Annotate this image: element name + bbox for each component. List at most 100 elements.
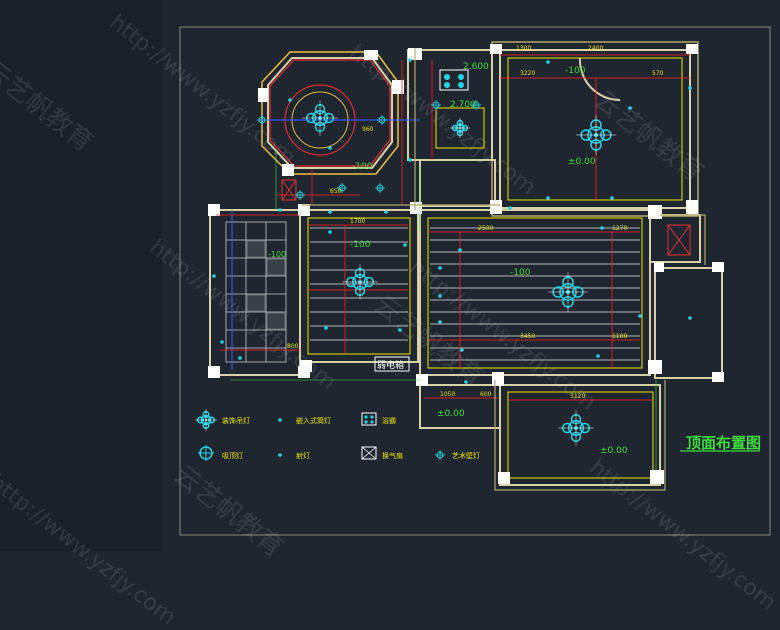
side-panel — [0, 0, 162, 551]
legend-label: 射灯 — [296, 452, 310, 460]
recessed-light-icon — [610, 196, 614, 200]
electrical-box-label: 弱电箱 — [377, 361, 405, 371]
dimension-value: 1700 — [350, 218, 366, 225]
light-fixtures — [212, 58, 692, 446]
level-label: -100 — [565, 66, 586, 76]
recessed-light-icon — [403, 243, 407, 247]
walls — [209, 41, 723, 486]
cross-boxes — [281, 179, 691, 256]
dimension-value: 960 — [362, 126, 374, 133]
level-label: ±0.00 — [568, 157, 596, 167]
spot-light-icon — [295, 190, 305, 200]
level-label: -100 — [352, 162, 373, 172]
dimension-value: 1100 — [612, 333, 628, 340]
spot-light-icon — [337, 183, 347, 193]
dimension-value: 800 — [287, 343, 299, 350]
dimension-value: 2400 — [588, 45, 604, 52]
spot-light-icon — [257, 115, 267, 125]
chandelier-icon — [342, 264, 378, 300]
legend-label: 吸顶灯 — [222, 452, 243, 460]
chandelier-icon — [558, 410, 594, 446]
recessed-light-icon — [460, 348, 464, 352]
recessed-light-icon — [546, 196, 550, 200]
chandelier-icon — [576, 115, 616, 155]
level-label: -100 — [510, 268, 531, 278]
recessed-light-icon — [408, 158, 412, 162]
recessed-light-icon — [688, 316, 692, 320]
dimension-value: 1300 — [516, 45, 532, 52]
bathroom-grid — [225, 221, 287, 363]
reference-lines — [230, 150, 657, 470]
dimension-value: 600 — [480, 391, 492, 398]
recessed-light-icon — [438, 294, 442, 298]
recessed-light-icon — [398, 328, 402, 332]
recessed-light-icon — [464, 380, 468, 384]
recessed-light-icon — [220, 340, 224, 344]
level-label: -100 — [350, 240, 371, 250]
heater-icons — [439, 69, 469, 91]
recessed-light-icon — [438, 320, 442, 324]
recessed-light-icon — [628, 106, 632, 110]
drawing-frame — [179, 26, 771, 536]
recessed-light-icon — [596, 354, 600, 358]
ceiling-edges — [307, 57, 683, 479]
recessed-light-icon — [384, 210, 388, 214]
legend-icons — [195, 409, 445, 461]
dimension-value: 2500 — [478, 225, 494, 232]
recessed-light-icon — [238, 356, 242, 360]
recessed-light-icon — [278, 453, 282, 457]
dimension-value: 1050 — [440, 391, 456, 398]
recessed-light-icon — [688, 86, 692, 90]
recessed-light-icon — [638, 314, 642, 318]
level-label: 2.700 — [450, 100, 476, 110]
chandelier-icon — [450, 118, 470, 138]
slat-ceiling — [310, 227, 640, 361]
recessed-light-icon — [328, 146, 332, 150]
chandelier-icon — [548, 272, 588, 312]
dimension-value: 3450 — [520, 333, 536, 340]
recessed-light-icon — [438, 266, 442, 270]
dimension-lines — [216, 54, 690, 401]
dimension-value: 1270 — [612, 225, 628, 232]
spot-light-icon — [471, 100, 481, 110]
legend-label: 装饰吊灯 — [222, 417, 250, 425]
dimension-value: 3220 — [520, 70, 536, 77]
level-label: ±0.00 — [437, 409, 465, 419]
recessed-light-icon — [212, 274, 216, 278]
heater-icon — [361, 412, 377, 426]
recessed-light-icon — [288, 98, 292, 102]
dimension-value: 3120 — [570, 393, 586, 400]
level-label: 2.600 — [463, 62, 489, 72]
recessed-light-icon — [324, 326, 328, 330]
legend-label: 浴霸 — [382, 417, 396, 425]
recessed-light-icon — [600, 226, 604, 230]
legend-label: 艺术壁灯 — [452, 452, 480, 460]
recessed-light-icon — [546, 60, 550, 64]
recessed-light-icon — [508, 206, 512, 210]
recessed-light-icon — [278, 418, 282, 422]
spot-light-icon — [435, 450, 445, 460]
spot-light-icon — [431, 100, 441, 110]
electrical-box — [374, 356, 410, 372]
dimension-value: 650 — [330, 188, 342, 195]
spot-light-icon — [377, 115, 387, 125]
recessed-light-icon — [458, 248, 462, 252]
legend-label: 换气扇 — [382, 452, 403, 460]
legend-label: 嵌入式筒灯 — [296, 417, 331, 425]
drawing-title: 顶面布置图 — [686, 434, 762, 452]
columns — [208, 44, 724, 484]
hatched-cells — [246, 240, 286, 330]
level-label: ±0.00 — [600, 446, 628, 456]
dimension-value: 570 — [652, 70, 664, 77]
ceiling-plan — [0, 0, 771, 551]
chandelier-icon — [302, 100, 338, 136]
recessed-light-icon — [278, 208, 282, 212]
outer-outline — [302, 48, 706, 491]
spot-light-icon — [375, 183, 385, 193]
recessed-light-icon — [328, 230, 332, 234]
recessed-light-icon — [408, 58, 412, 62]
recessed-light-icon — [328, 210, 332, 214]
chandelier-icon — [195, 409, 217, 431]
exhaust-fan-icon — [361, 446, 377, 460]
